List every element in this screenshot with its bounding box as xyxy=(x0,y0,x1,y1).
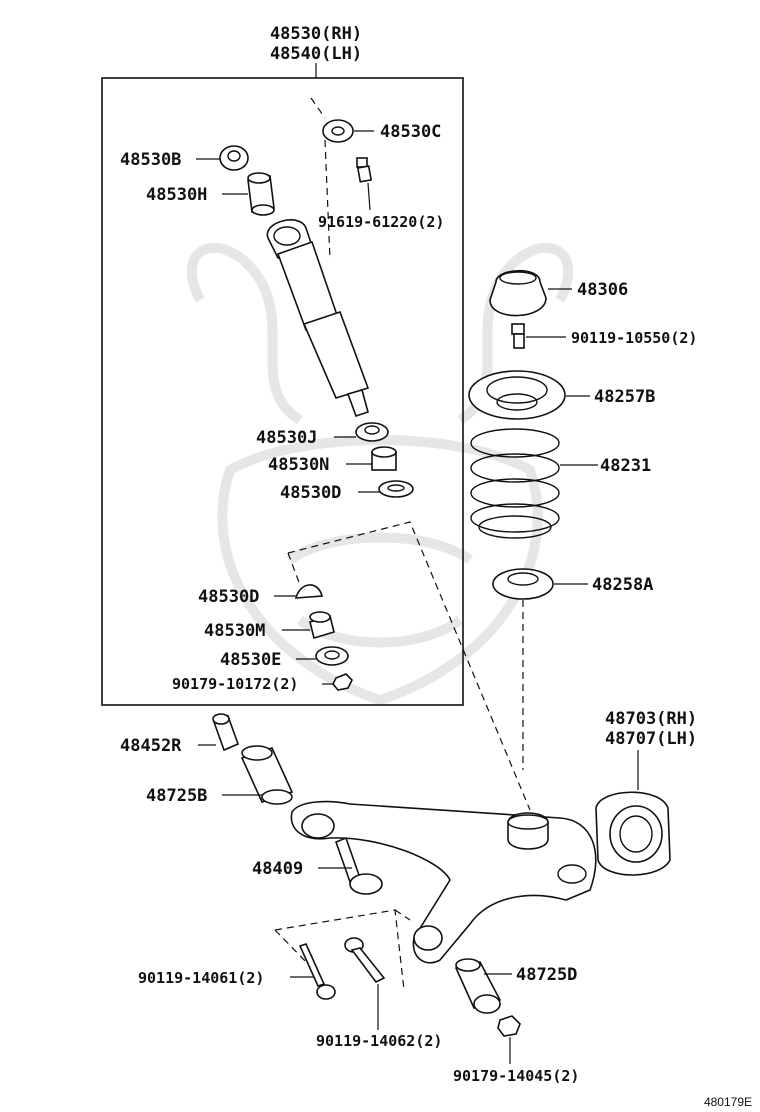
bolt-48409 xyxy=(334,836,383,895)
shock-lower-dashline xyxy=(287,521,531,811)
bushing-48530m xyxy=(309,611,335,640)
label-48257b: 48257B xyxy=(594,387,655,407)
label-90119-14061: 90119-14061(2) xyxy=(138,969,264,987)
washer-48530c xyxy=(322,119,354,143)
bushing-48725b xyxy=(240,745,294,805)
label-90179-14045: 90179-14045(2) xyxy=(453,1067,579,1085)
bolt-group-dashline-2 xyxy=(274,929,313,969)
label-48306: 48306 xyxy=(577,280,628,300)
shock-absorber-assembly-box xyxy=(101,77,464,706)
bolt-group-dashline-3 xyxy=(394,909,411,921)
bushing-48530n xyxy=(371,446,397,471)
label-48530b: 48530B xyxy=(120,150,181,170)
label-48530d-upper: 48530D xyxy=(280,483,341,503)
label-48452r: 48452R xyxy=(120,736,182,756)
diagram-code: 480179E xyxy=(704,1095,752,1109)
washer-48530c-dashline xyxy=(310,97,331,261)
label-90119-14062: 90119-14062(2) xyxy=(316,1032,442,1050)
spring-upper-mount-48306 xyxy=(489,270,547,317)
assembly-title-rh: 48530(RH) xyxy=(270,24,362,44)
bushing-48725d xyxy=(454,958,502,1014)
label-90119-10550: 90119-10550(2) xyxy=(571,329,697,347)
leader-91619 xyxy=(367,182,371,211)
label-48530h: 48530H xyxy=(146,185,207,205)
spring-insulator-48258a xyxy=(492,568,554,600)
washer-48530e xyxy=(315,646,349,666)
label-knuckle-lh: 48707(LH) xyxy=(605,729,697,749)
stopper-48452r xyxy=(212,713,240,752)
label-91619-61220: 91619-61220(2) xyxy=(318,213,444,231)
bolt-90119-14061 xyxy=(298,943,336,1000)
label-48231: 48231 xyxy=(600,456,651,476)
bolt-90119-14062 xyxy=(344,937,386,984)
bushing-48530d-lower xyxy=(294,584,324,599)
assembly-title-lh: 48540(LH) xyxy=(270,44,362,64)
label-48725b: 48725B xyxy=(146,786,207,806)
shock-absorber xyxy=(266,219,370,418)
label-48530c: 48530C xyxy=(380,122,441,142)
bushing-48530h xyxy=(247,172,275,216)
label-48725d: 48725D xyxy=(516,965,577,985)
bushing-48530b xyxy=(219,145,249,171)
label-48409: 48409 xyxy=(252,859,303,879)
label-48530n: 48530N xyxy=(268,455,329,475)
bolt-91619-61220 xyxy=(356,157,373,183)
washer-48530j xyxy=(355,422,389,442)
bolt-90119-10550 xyxy=(511,323,525,349)
nut-90179-14045 xyxy=(497,1015,521,1037)
lower-control-arm xyxy=(290,800,597,964)
label-48530e: 48530E xyxy=(220,650,281,670)
coil-spring-48231 xyxy=(470,428,560,539)
label-knuckle-rh: 48703(RH) xyxy=(605,709,697,729)
label-90179-10172: 90179-10172(2) xyxy=(172,675,298,693)
spring-insulator-48257b xyxy=(468,370,566,420)
label-48530j: 48530J xyxy=(256,428,317,448)
label-48530d-lower: 48530D xyxy=(198,587,259,607)
label-48530m: 48530M xyxy=(204,621,265,641)
label-48258a: 48258A xyxy=(592,575,653,595)
steering-knuckle xyxy=(595,791,671,876)
shock-lower-dashline-2 xyxy=(287,552,301,586)
washer-48530d-upper xyxy=(378,480,414,498)
